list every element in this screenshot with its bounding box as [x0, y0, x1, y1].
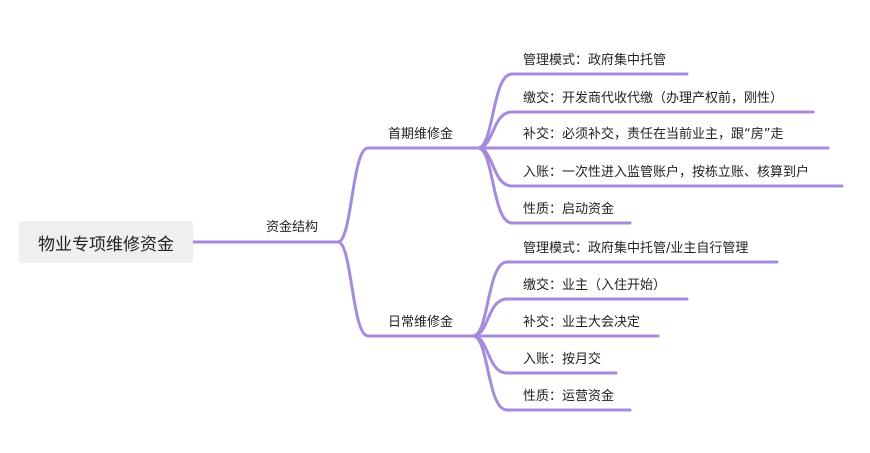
item-branch	[471, 334, 632, 412]
item-branch	[476, 146, 632, 225]
item-node[interactable]: 补交：必须补交，责任在当前业主，跟“房”走	[523, 127, 784, 142]
item-node[interactable]: 入账：按月交	[523, 352, 602, 367]
group-title[interactable]: 日常维修金	[388, 315, 454, 330]
connector-label: 资金结构	[266, 220, 319, 235]
item-node[interactable]: 管理模式：政府集中托管/业主自行管理	[523, 241, 749, 256]
item-node[interactable]: 缴交：开发商代收代缴（办理产权前，刚性）	[523, 91, 784, 106]
root-label: 物业专项维修资金	[38, 234, 174, 255]
item-node[interactable]: 入账：一次性进入监管账户，按栋立账、核算到户	[523, 165, 810, 180]
item-node[interactable]: 补交：业主大会决定	[523, 315, 641, 330]
group-branch	[336, 146, 480, 244]
item-node[interactable]: 性质：启动资金	[523, 202, 615, 217]
item-branch	[476, 72, 689, 150]
group-branch	[336, 240, 475, 338]
item-node[interactable]: 管理模式：政府集中托管	[523, 53, 667, 68]
item-node[interactable]: 性质：运营资金	[523, 389, 615, 404]
item-node[interactable]: 缴交：业主（入住开始）	[523, 278, 667, 293]
root-node[interactable]: 物业专项维修资金	[19, 221, 193, 263]
group-title[interactable]: 首期维修金	[388, 127, 454, 142]
